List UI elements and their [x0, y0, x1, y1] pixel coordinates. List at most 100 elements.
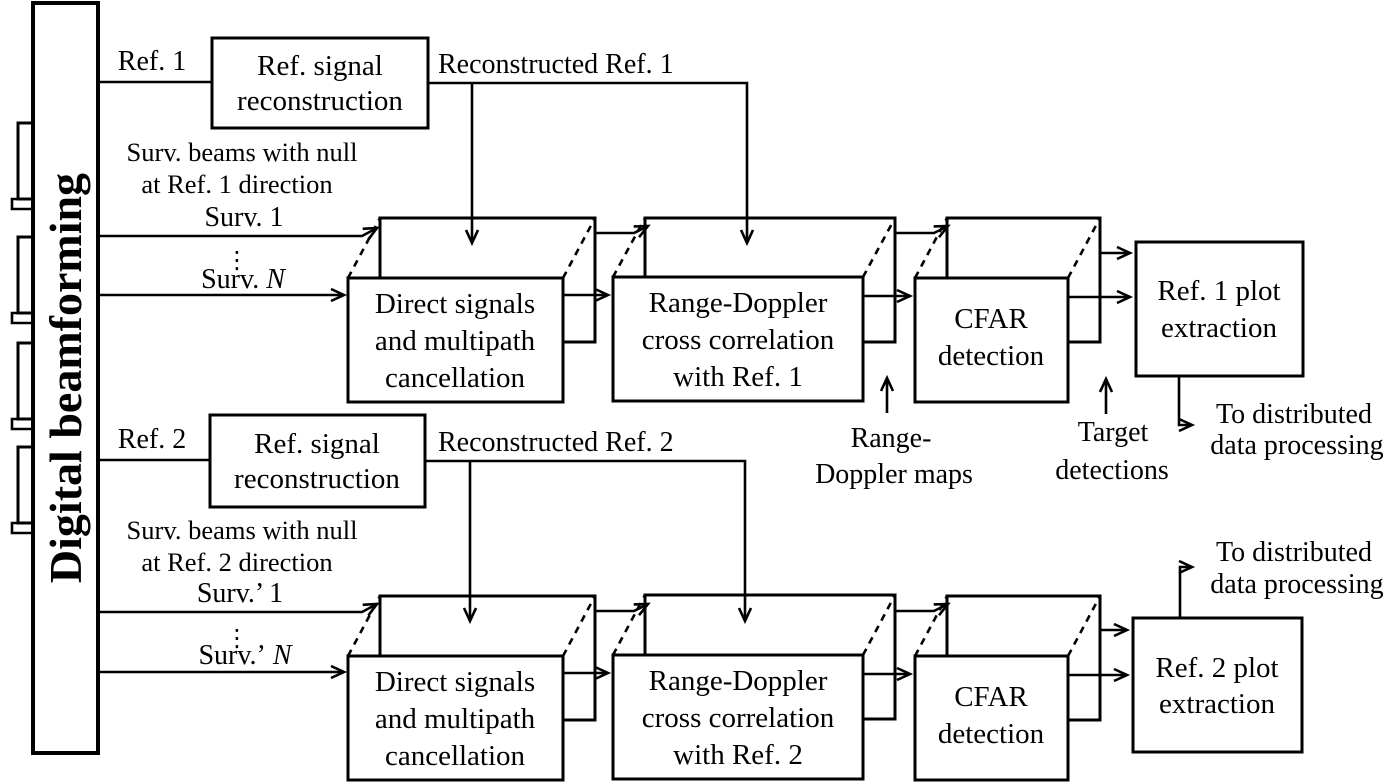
rd2-to-cfar2-back-arrow — [895, 602, 951, 616]
antenna-feed-line — [10, 197, 36, 211]
ref2-recon-label-2: reconstruction — [234, 463, 400, 495]
recon1-feed-arrow — [428, 81, 755, 247]
plot1-box — [1134, 240, 1305, 378]
survNp-label: Surv.’N — [198, 640, 292, 671]
ref1-recon-label-2: reconstruction — [237, 85, 403, 117]
stack-depth-dash — [611, 217, 647, 278]
rd1-to-cfar1-back-arrow — [895, 224, 951, 238]
ref2-recon-label-1: Ref. signal — [254, 428, 380, 460]
digital-beamforming-block: Digital beamforming — [31, 1, 100, 755]
ref2-null-note-1: Surv. beams with null — [127, 515, 358, 545]
rd2-label-1: Range-Doppler — [649, 665, 828, 697]
digital-beamforming-label: Digital beamforming — [40, 173, 91, 583]
surv1-arrow — [98, 226, 380, 241]
cancel1-to-rd1-back-arrow — [595, 224, 651, 238]
surv1-label: Surv. 1 — [204, 202, 283, 233]
cancel1-label-1: Direct signals — [375, 288, 535, 320]
stack-cfar-2: CFAR detection — [913, 594, 1102, 782]
reconstructed-ref1-label: Reconstructed Ref. 1 — [438, 49, 674, 80]
recon2-feed-arrow — [425, 459, 753, 625]
plot1-label-2: extraction — [1161, 312, 1277, 344]
ref2-null-note-2: at Ref. 2 direction — [141, 547, 332, 577]
cfar1-label-2: detection — [938, 340, 1045, 372]
rd1-front-box — [611, 275, 865, 403]
cancel2-label-2: and multipath — [375, 703, 536, 735]
ref1-recon-label-1: Ref. signal — [257, 50, 383, 82]
rd1-label-3: with Ref. 1 — [673, 361, 803, 393]
annotation-target-detections: Target detections — [1055, 375, 1169, 486]
cfar2-front-box — [913, 654, 1070, 782]
survN-var: N — [265, 264, 286, 295]
stack-depth-dash — [611, 594, 647, 656]
plot1-output-arrow — [1177, 376, 1196, 433]
rd-maps-label-1: Range- — [851, 423, 932, 454]
ref2-recon-box — [208, 413, 427, 509]
chain-ref2: Ref. 2 Ref. signal reconstruction Recons… — [98, 413, 674, 671]
stack-depth-dash — [561, 217, 597, 279]
rd2-label-2: cross correlation — [642, 702, 835, 734]
stack-cancel-1: Direct signals and multipath cancellatio… — [346, 216, 597, 404]
output-note-2-line2: data processing — [1210, 569, 1383, 600]
survN-label: Surv.N — [201, 264, 286, 295]
ref1-label: Ref. 1 — [118, 46, 186, 77]
cancel2-to-rd2-back-arrow — [595, 602, 651, 616]
target-detections-label-1: Target — [1078, 417, 1149, 448]
plot2-box — [1131, 616, 1304, 754]
plot1-label-1: Ref. 1 plot — [1157, 275, 1280, 307]
ref1-null-note-1: Surv. beams with null — [127, 137, 358, 167]
cancel2-front-box — [346, 654, 565, 782]
stack-depth-dash — [861, 217, 897, 278]
cfar2-label-1: CFAR — [954, 681, 1028, 713]
output-note-1-line1: To distributed — [1216, 399, 1372, 430]
rd1-label-2: cross correlation — [642, 324, 835, 356]
stack-cfar-1: CFAR detection — [913, 216, 1102, 404]
plot2-label-1: Ref. 2 plot — [1155, 652, 1278, 684]
stack-rd-1: Range-Doppler cross correlation with Ref… — [611, 216, 897, 403]
plot-extraction-2: Ref. 2 plot extraction To distributed da… — [1131, 537, 1384, 754]
stack-depth-dash — [913, 595, 949, 657]
rd-maps-label-2: Doppler maps — [815, 459, 973, 490]
rd2-label-3: with Ref. 2 — [673, 739, 803, 771]
antenna-feed-line — [10, 311, 36, 325]
cancel2-label-3: cancellation — [385, 740, 526, 772]
cfar2-label-2: detection — [938, 718, 1045, 750]
output-note-1-line2: data processing — [1210, 430, 1383, 461]
surv1p-arrow — [98, 602, 380, 617]
ref2-label: Ref. 2 — [118, 424, 186, 455]
rd1-label-1: Range-Doppler — [649, 287, 828, 319]
cancel2-label-1: Direct signals — [375, 666, 535, 698]
survNp-var: N — [272, 640, 293, 671]
wires-top — [98, 81, 1134, 305]
surv1p-label: Surv.’ 1 — [197, 578, 283, 609]
surv-ellipsis: ⋮ — [225, 246, 249, 274]
wires-bottom — [98, 459, 1131, 683]
survN-prefix: Surv. — [201, 264, 259, 295]
cfar1-front-box — [913, 276, 1070, 404]
reconstructed-ref2-label: Reconstructed Ref. 2 — [438, 427, 674, 458]
antenna-feed-line — [10, 417, 36, 431]
rd2-front-box — [611, 653, 865, 781]
plot2-output-arrow — [1178, 559, 1196, 618]
surv-ellipsis: ⋮ — [225, 624, 249, 652]
stack-depth-dash — [913, 217, 949, 279]
stack-depth-dash — [561, 595, 597, 657]
stack-depth-dash — [1066, 595, 1102, 657]
antenna-feed-line — [10, 521, 36, 535]
digital-beamforming-box — [31, 1, 100, 755]
cfar1-label-1: CFAR — [954, 303, 1028, 335]
plot-extraction-1: Ref. 1 plot extraction To distributed da… — [1134, 240, 1384, 461]
stack-depth-dash — [346, 217, 382, 279]
cancel1-label-3: cancellation — [385, 362, 526, 394]
target-detections-label-2: detections — [1055, 455, 1169, 486]
output-note-2-line1: To distributed — [1216, 537, 1372, 568]
chain-ref1: Ref. 1 Ref. signal reconstruction Recons… — [98, 36, 674, 295]
ref1-recon-box — [210, 36, 430, 130]
annotation-range-doppler-maps: Range- Doppler maps — [815, 374, 973, 490]
stack-rd-2: Range-Doppler cross correlation with Ref… — [611, 593, 897, 781]
ref1-null-note-2: at Ref. 1 direction — [141, 169, 332, 199]
cancel1-label-2: and multipath — [375, 325, 536, 357]
survNp-prefix: Surv.’ — [198, 640, 265, 671]
stack-depth-dash — [861, 594, 897, 656]
